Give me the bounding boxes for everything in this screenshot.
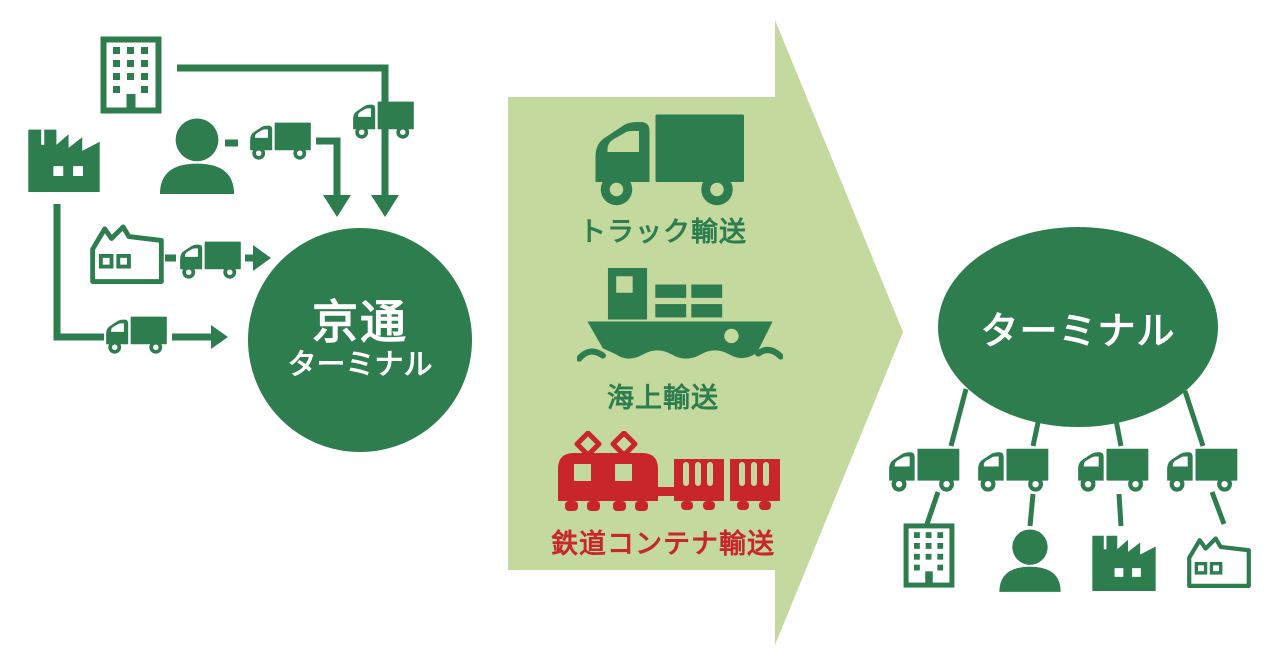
destination-terminal-title: ターミナル	[980, 310, 1176, 353]
line-person-truck-to-terminal	[316, 137, 341, 195]
keitsu-terminal-subtitle: ターミナル	[287, 348, 433, 381]
person-icon	[159, 118, 235, 194]
truck-icon	[595, 114, 744, 206]
rail-container-transport-label: 鉄道コンテナ輸送	[551, 529, 775, 559]
delivery-truck-icon	[353, 101, 414, 139]
line-truck-to-consignee-3	[1116, 493, 1124, 527]
office-building-icon	[100, 36, 162, 114]
arrowhead-small-factory-route	[253, 245, 271, 271]
truck-transport-label: トラック輸送	[579, 217, 747, 247]
delivery-truck-icon	[978, 448, 1049, 492]
line-terminal-to-truck-3	[1113, 419, 1124, 447]
line-building-to-terminal	[177, 64, 389, 195]
delivery-truck-icon	[1167, 448, 1238, 492]
office-building-icon	[903, 523, 955, 588]
small-factory-icon	[90, 224, 164, 284]
line-terminal-to-truck-1	[948, 388, 969, 447]
person-icon	[999, 529, 1061, 592]
cargo-ship-icon	[577, 266, 783, 373]
line-truck-to-consignee-1	[924, 491, 941, 525]
delivery-truck-icon	[250, 122, 311, 160]
delivery-truck-icon	[180, 241, 241, 279]
line-factory-to-truck	[53, 204, 104, 341]
arrowhead-factory-route	[211, 325, 228, 349]
line-terminal-to-truck-4	[1182, 390, 1206, 447]
line-truck-to-consignee-4	[1209, 491, 1227, 525]
factory-icon	[28, 129, 100, 192]
delivery-truck-icon	[1078, 448, 1149, 492]
delivery-truck-icon	[889, 448, 960, 492]
freight-train-icon	[556, 431, 790, 519]
small-factory-icon	[1187, 536, 1251, 588]
keitsu-terminal-circle: 京通 ターミナル	[248, 228, 472, 452]
delivery-truck-icon	[106, 316, 167, 354]
line-truck-to-consignee-2	[1027, 493, 1036, 527]
keitsu-terminal-title: 京通	[312, 296, 408, 349]
sea-transport-label: 海上輸送	[607, 383, 719, 413]
destination-terminal-ellipse: ターミナル	[938, 227, 1218, 427]
arrowhead-person-route	[323, 195, 351, 217]
factory-icon	[1092, 535, 1156, 591]
arrowhead-building-route	[371, 195, 399, 217]
